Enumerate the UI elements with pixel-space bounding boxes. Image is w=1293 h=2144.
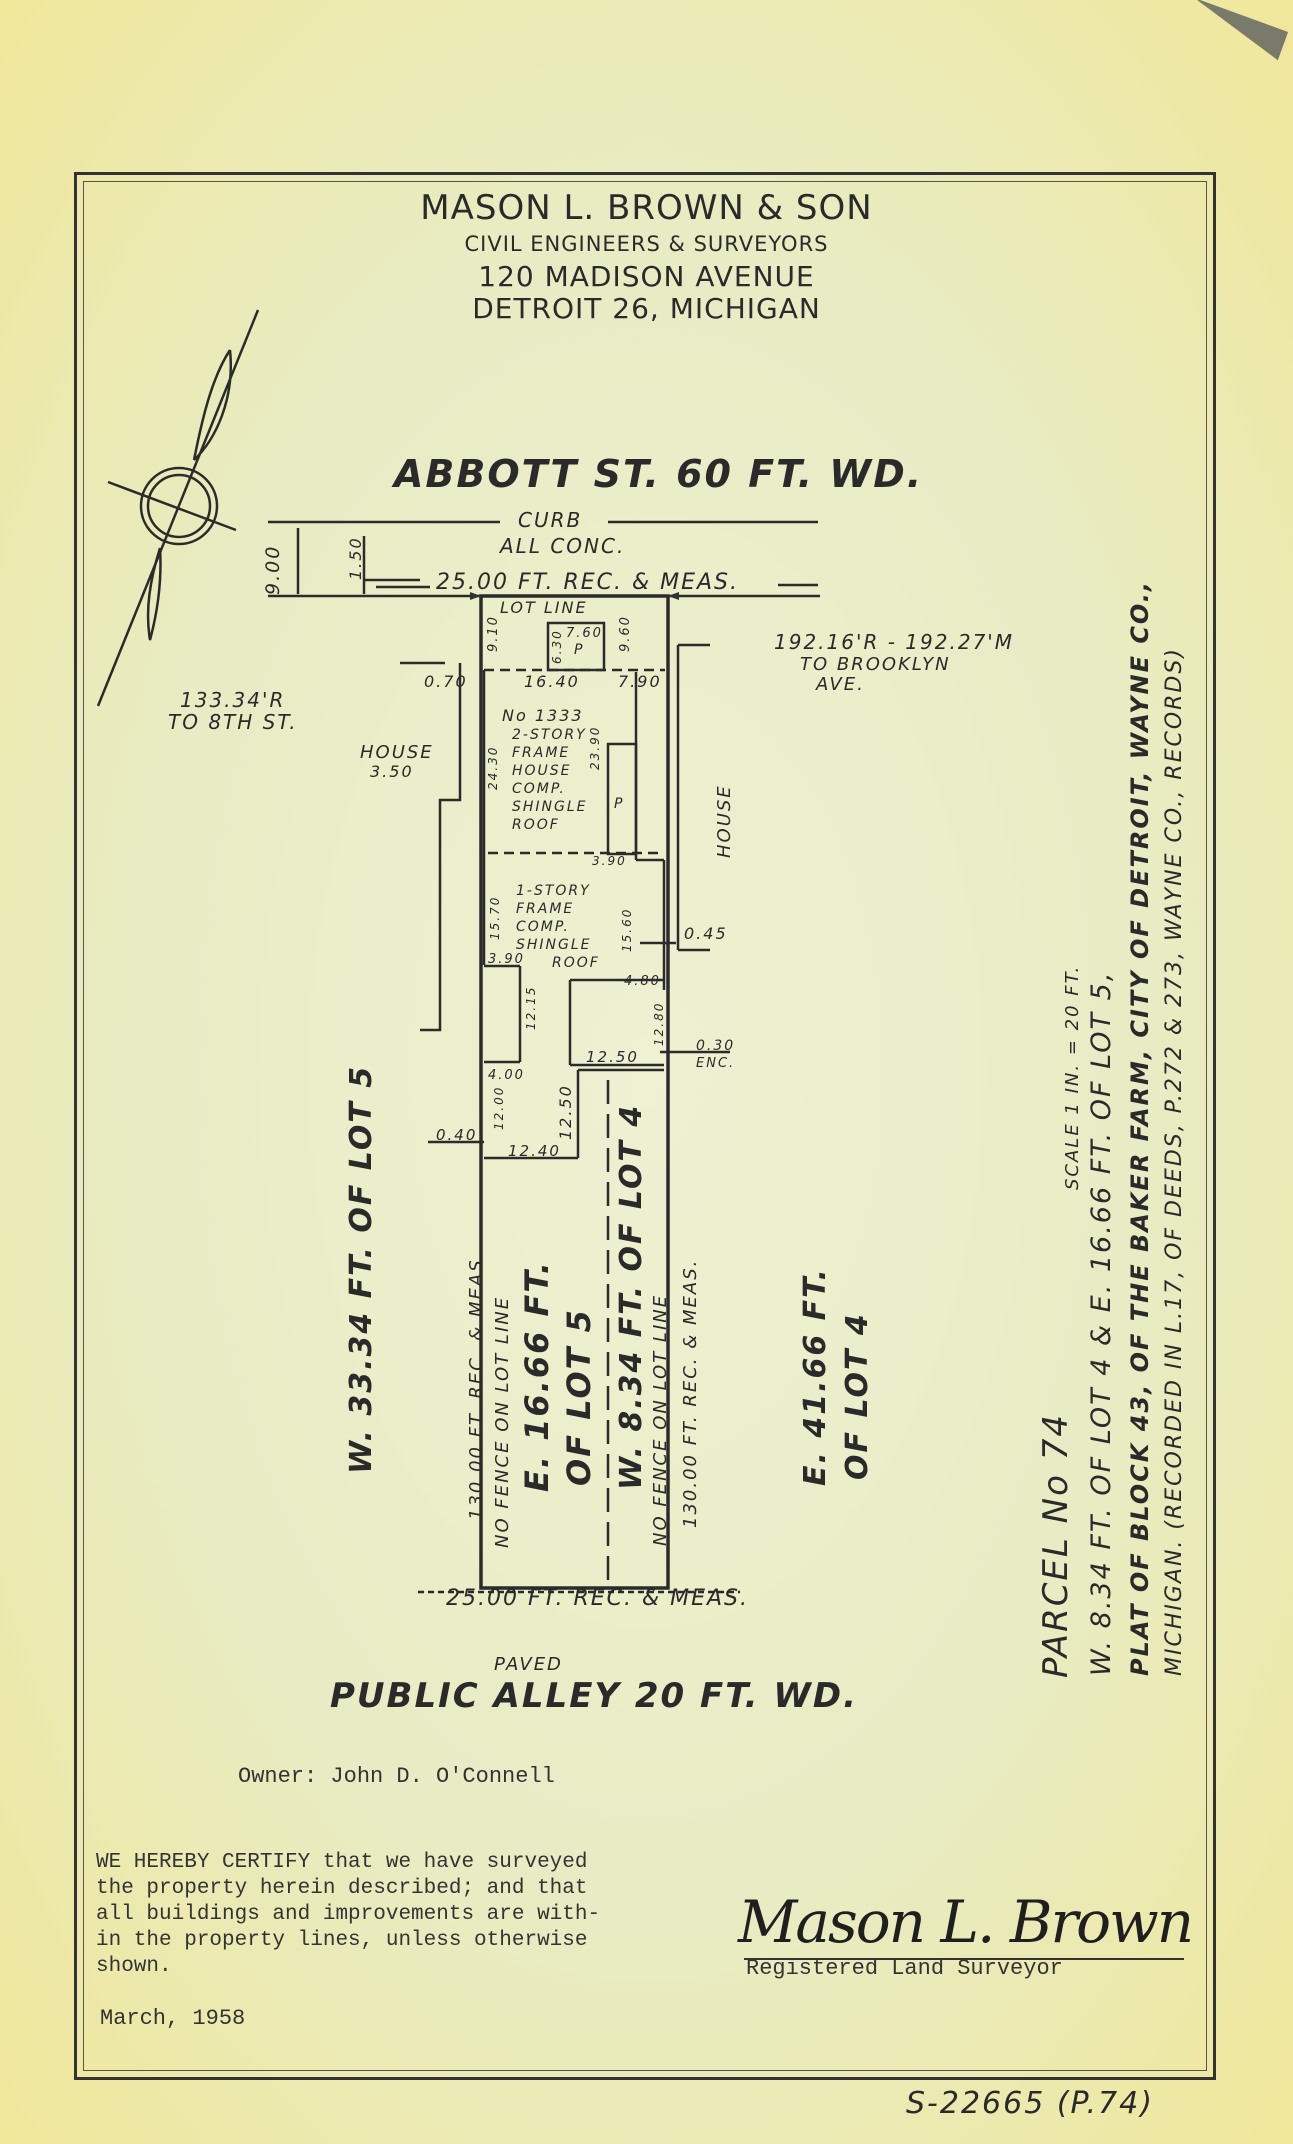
porch-label: P — [574, 642, 585, 658]
porch-side-label: P — [614, 796, 625, 812]
lot-w834-label: W. 8.34 FT. OF LOT 4 — [614, 1103, 649, 1490]
dim-1-50: 1.50 — [346, 536, 365, 580]
distance-8th: 133.34'R — [180, 688, 286, 712]
signature-line — [744, 1958, 1184, 1960]
dim-15-60: 15.60 — [620, 907, 634, 952]
dim-12-50-b: 12.50 — [556, 1084, 575, 1140]
drawing-border — [74, 172, 1216, 2080]
lot-e1666-label: E. 16.66 FT. — [518, 1260, 556, 1492]
street-top-label: ABBOTT ST. 60 FT. WD. — [394, 452, 924, 496]
firm-city: DETROIT 26, MICHIGAN — [472, 292, 821, 325]
dim-0-40: 0.40 — [436, 1126, 478, 1144]
building-desc: 2-STORY FRAME HOUSE COMP. SHINGLE ROOF — [512, 727, 588, 833]
survey-date: March, 1958 — [100, 2006, 246, 2031]
parcel-line-3: MICHIGAN. (RECORDED IN L.17, OF DEEDS, P… — [1162, 647, 1187, 1676]
dim-3-90-a: 3.90 — [592, 854, 627, 868]
dim-0-30: 0.30 — [696, 1038, 736, 1054]
firm-profession: CIVIL ENGINEERS & SURVEYORS — [464, 232, 829, 256]
curb-note: ALL CONC. — [500, 534, 626, 558]
alley-paved-label: PAVED — [494, 1654, 563, 1675]
house-left-label: HOUSE — [360, 742, 434, 763]
dim-16-40: 16.40 — [524, 672, 580, 691]
north-arrow-icon — [96, 309, 260, 707]
dim-7-90: 7.90 — [618, 672, 662, 691]
enc-label: ENC. — [696, 1056, 736, 1071]
distance-brooklyn-ave: AVE. — [816, 674, 865, 695]
side-left-dimension: 130.00 FT. REC. & MEAS. — [466, 1250, 487, 1520]
owner-line: Owner: John D. O'Connell — [238, 1764, 555, 1789]
parcel-line-1: W. 8.34 FT. OF LOT 4 & E. 16.66 FT. OF L… — [1086, 970, 1117, 1676]
dim-6-30: 6.30 — [550, 629, 564, 664]
lot-e1666-of-label: OF LOT 5 — [560, 1308, 598, 1486]
distance-8th-label: TO 8TH ST. — [168, 710, 298, 734]
surveyor-signature: Mason L. Brown — [738, 1888, 1194, 1956]
front-dimension: 25.00 FT. REC. & MEAS. — [436, 570, 740, 595]
distance-brooklyn: 192.16'R - 192.27'M — [774, 630, 1015, 654]
file-number: S-22665 (P.74) — [906, 2086, 1154, 2121]
curb-label: CURB — [518, 508, 583, 532]
building-number: No 1333 — [502, 706, 584, 725]
dim-12-40: 12.40 — [508, 1142, 561, 1160]
certification-text: WE HEREBY CERTIFY that we have surveyed … — [96, 1851, 601, 1978]
house-right-label: HOUSE — [714, 784, 735, 858]
fence-right-note: NO FENCE ON LOT LINE — [650, 1293, 671, 1546]
lot-line-label: LOT LINE — [500, 598, 588, 617]
dim-24-30: 24.30 — [486, 745, 500, 790]
fence-left-note: NO FENCE ON LOT LINE — [492, 1295, 513, 1548]
dim-4-80: 4.80 — [624, 974, 661, 989]
lot-e4166-label: E. 41.66 FT. — [798, 1267, 833, 1486]
parcel-line-2: PLAT OF BLOCK 43, OF THE BAKER FARM, CIT… — [1126, 579, 1154, 1676]
dim-12-00: 12.00 — [492, 1085, 506, 1130]
street-bottom-label: PUBLIC ALLEY 20 FT. WD. — [330, 1676, 859, 1716]
scale-note: SCALE 1 IN. = 20 FT. — [1062, 964, 1083, 1190]
dim-4-00: 4.00 — [488, 1068, 525, 1083]
firm-address: 120 MADISON AVENUE — [478, 260, 815, 293]
dim-7-60: 7.60 — [566, 626, 603, 641]
parcel-number: PARCEL No 74 — [1036, 1413, 1076, 1678]
side-right-dimension: 130.00 FT. REC. & MEAS. — [680, 1258, 701, 1528]
dim-12-50-a: 12.50 — [586, 1048, 639, 1066]
dim-12-80: 12.80 — [652, 1001, 666, 1046]
dim-0-45: 0.45 — [684, 924, 728, 943]
distance-brooklyn-label: TO BROOKLYN — [800, 654, 951, 675]
lot-w33-label: W. 33.34 FT. OF LOT 5 — [344, 1064, 379, 1474]
lot-e4166-of-label: OF LOT 4 — [840, 1312, 875, 1480]
house-left-dim: 3.50 — [370, 762, 414, 781]
dim-15-70: 15.70 — [488, 895, 502, 940]
dim-9-60: 9.60 — [618, 615, 633, 652]
dim-9-10: 9.10 — [486, 615, 501, 652]
surveyor-title: Registered Land Surveyor — [746, 1956, 1063, 1981]
one-story-desc: 1-STORY FRAME COMP. SHINGLE ROOF — [516, 883, 600, 971]
dim-3-90-b: 3.90 — [488, 952, 525, 967]
dim-9-00: 9.00 — [262, 544, 284, 595]
rear-dimension: 25.00 FT. REC. & MEAS. — [446, 1586, 750, 1611]
dim-0-70: 0.70 — [424, 672, 468, 691]
firm-name: MASON L. BROWN & SON — [420, 188, 873, 228]
dim-12-15: 12.15 — [524, 985, 538, 1030]
dim-23-90: 23.90 — [588, 725, 602, 770]
